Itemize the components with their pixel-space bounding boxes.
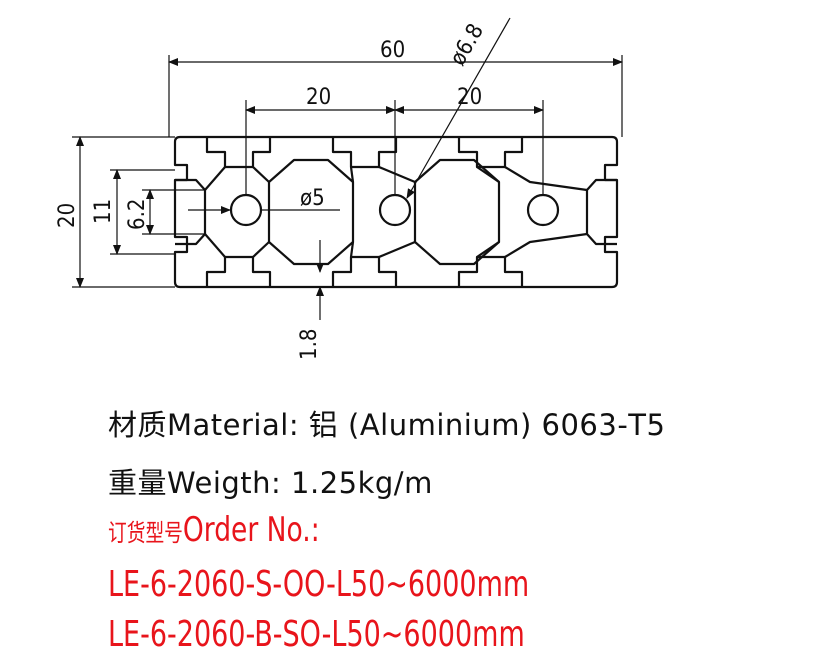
dim-overall-width: 60 bbox=[380, 38, 405, 63]
dim-pitch-right: 20 bbox=[457, 85, 482, 110]
dim-wall: 1.8 bbox=[297, 329, 322, 360]
profile-drawing: 60 20 20 ø6.8 ø5 20 11 6.2 1.8 bbox=[55, 17, 623, 360]
dim-center-hole: ø5 bbox=[300, 186, 325, 211]
order-label-cn: 订货型号 bbox=[108, 519, 183, 547]
profile-outline bbox=[173, 135, 619, 289]
dimension-lines bbox=[72, 17, 623, 320]
dim-slot-inner: 6.2 bbox=[125, 199, 150, 230]
dim-pitch-left: 20 bbox=[306, 85, 331, 110]
hole-left bbox=[229, 193, 263, 227]
hole-middle bbox=[378, 193, 412, 227]
dim-height: 20 bbox=[55, 203, 80, 228]
material-spec: 材质Material: 铝 (Aluminium) 6063-T5 bbox=[108, 408, 666, 442]
order-label-en: Order No.: bbox=[182, 510, 320, 550]
order-label: 订货型号Order No.: bbox=[108, 510, 320, 550]
hole-right bbox=[526, 193, 560, 227]
dim-slot-opening: 11 bbox=[91, 199, 116, 224]
weight-spec: 重量Weigth: 1.25kg/m bbox=[108, 466, 433, 500]
order-code-2: LE-6-2060-B-SO-L50~6000mm bbox=[108, 614, 525, 655]
order-code-1: LE-6-2060-S-OO-L50~6000mm bbox=[108, 564, 530, 605]
